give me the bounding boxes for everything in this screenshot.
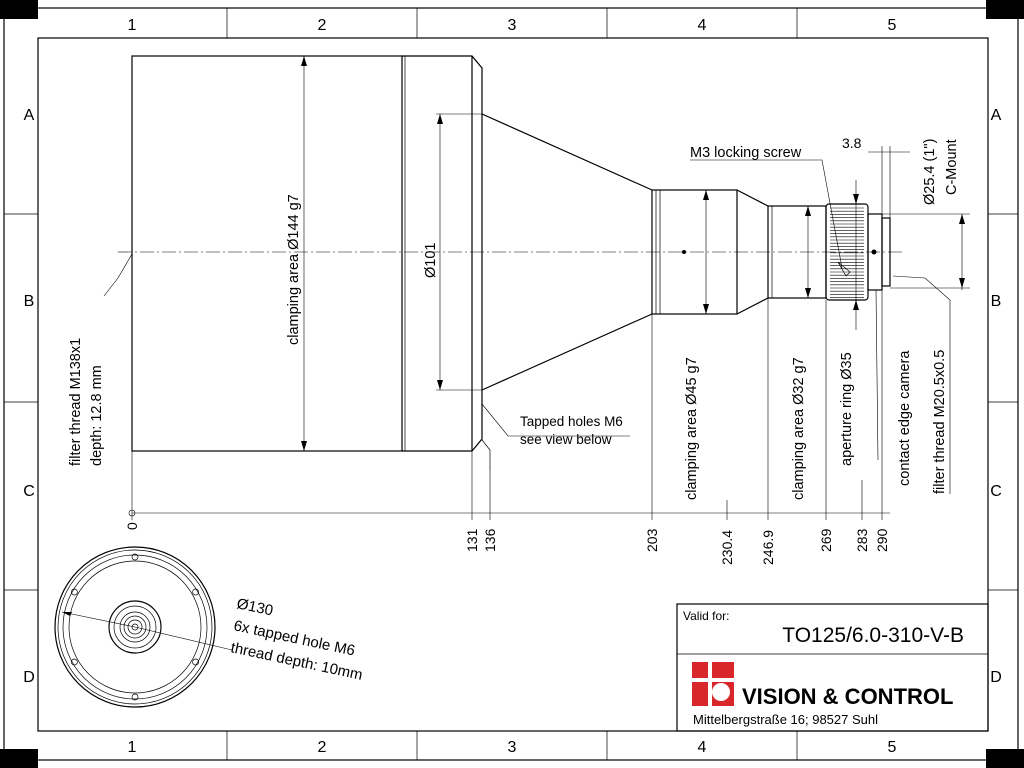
col-label-top-2: 2 [318, 17, 327, 34]
corner-mark-tr [986, 0, 1024, 19]
company-address: Mittelbergstraße 16; 98527 Suhl [693, 712, 878, 727]
corner-mark-tl [0, 0, 38, 19]
label-filter-thread-front-2: depth: 12.8 mm [89, 365, 105, 466]
row-label-left-d: D [23, 669, 35, 686]
company-logo [692, 662, 734, 706]
label-contact-edge: contact edge camera [897, 350, 913, 486]
dim-131: 131 [464, 528, 480, 552]
row-label-right-c: C [990, 483, 1002, 500]
col-label-bottom-1: 1 [128, 739, 137, 756]
col-label-bottom-3: 3 [508, 739, 517, 756]
label-tapped-holes-2: see view below [520, 432, 612, 447]
tapped-hole [192, 588, 199, 596]
label-clamping-32: clamping area Ø32 g7 [791, 357, 807, 500]
dim-136: 136 [482, 528, 498, 552]
tapped-hole [192, 658, 199, 666]
valid-for-label: Valid for: [683, 609, 729, 623]
label-filter-thread-rear: filter thread M20.5x0.5 [932, 350, 948, 494]
tapped-hole [131, 693, 139, 701]
knurl-pattern [830, 207, 864, 298]
conical-body [481, 113, 653, 391]
diagram-labels: filter thread M138x1 depth: 12.8 mm clam… [68, 135, 960, 500]
label-clamping-45: clamping area Ø45 g7 [684, 357, 700, 500]
tapped-hole [71, 588, 78, 596]
label-bc-130: Ø130 [235, 595, 274, 619]
label-cmount-1: Ø25.4 (1") [922, 139, 938, 205]
row-label-left-a: A [24, 107, 35, 124]
corner-mark-bl [0, 749, 38, 768]
dimension-lines [103, 56, 970, 520]
part-number: TO125/6.0-310-V-B [782, 624, 964, 647]
label-aperture-ring: aperture ring Ø35 [839, 352, 855, 466]
label-dim-3-8: 3.8 [842, 135, 862, 151]
front-view-labels: Ø130 6x tapped hole M6 thread depth: 10m… [229, 595, 364, 684]
dim-283: 283 [854, 528, 870, 552]
dim-269: 269 [818, 528, 834, 552]
dim-203: 203 [644, 528, 660, 552]
front-ring [402, 55, 483, 452]
col-label-top-1: 1 [128, 17, 137, 34]
label-clamping-144: clamping area Ø144 g7 [286, 194, 302, 345]
mount-flange [881, 217, 891, 287]
dimension-values: 0 131 136 203 230.4 246.9 269 283 290 [124, 522, 890, 565]
drawing-frame [3, 7, 1019, 761]
label-tapped-holes-1: Tapped holes M6 [520, 414, 623, 429]
row-label-right-d: D [990, 669, 1002, 686]
col-label-bottom-4: 4 [698, 739, 707, 756]
row-label-right-b: B [991, 293, 1002, 310]
dim-230-4: 230.4 [719, 530, 735, 565]
dim-0: 0 [124, 522, 140, 530]
col-label-top-3: 3 [508, 17, 517, 34]
tapped-hole [71, 658, 78, 666]
row-label-right-a: A [991, 107, 1002, 124]
label-dia-101: Ø101 [423, 243, 439, 278]
row-label-left-b: B [24, 293, 35, 310]
col-label-bottom-5: 5 [888, 739, 897, 756]
dim-246-9: 246.9 [760, 530, 776, 565]
clamp-section-45 [651, 189, 738, 315]
dim-290: 290 [874, 528, 890, 552]
label-cmount-2: C-Mount [944, 139, 960, 195]
corner-mark-br [986, 749, 1024, 768]
front-barrel [131, 55, 403, 452]
lens-side-view [118, 55, 905, 470]
tapped-holes [71, 553, 199, 701]
company-name: VISION & CONTROL [742, 684, 953, 709]
label-filter-thread-front-1: filter thread M138x1 [68, 338, 84, 466]
tapped-hole [131, 553, 139, 561]
row-label-left-c: C [23, 483, 35, 500]
lens-front-view [54, 546, 233, 708]
col-label-top-4: 4 [698, 17, 707, 34]
col-label-bottom-2: 2 [318, 739, 327, 756]
grid-labels: 1 2 3 4 5 1 2 3 4 5 A B C D A B C D [23, 17, 1002, 756]
label-m3-screw: M3 locking screw [690, 145, 802, 161]
title-block: Valid for: TO125/6.0-310-V-B VISION & CO… [676, 603, 989, 732]
col-label-top-5: 5 [888, 17, 897, 34]
